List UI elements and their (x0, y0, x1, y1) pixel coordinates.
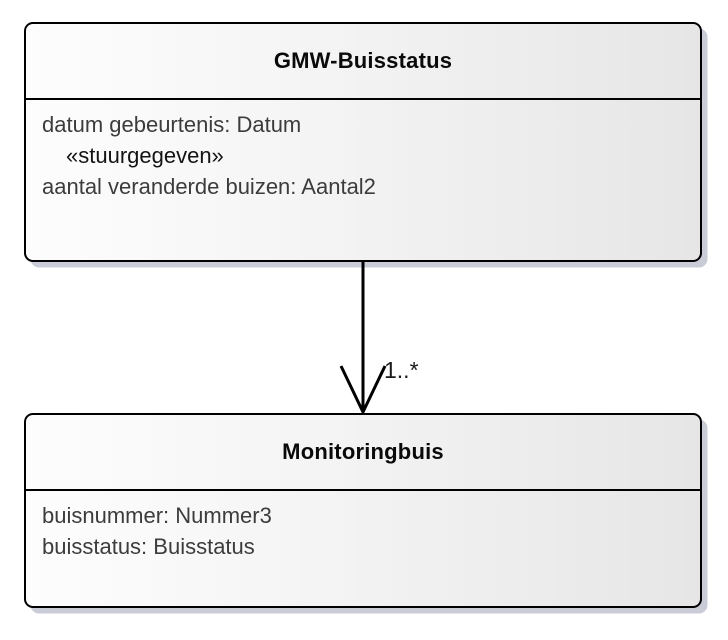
association-open-arrowhead-icon (339, 365, 387, 416)
uml-class-gmw-buisstatus[interactable]: GMW-Buisstatus datum gebeurtenis: Datum … (24, 22, 702, 262)
association-gmw-buisstatus-to-monitoringbuis (339, 262, 387, 416)
uml-attribute-compartment-monitoringbuis: buisnummer: Nummer3 buisstatus: Buisstat… (26, 491, 700, 562)
uml-class-title-gmw-buisstatus: GMW-Buisstatus (273, 48, 453, 73)
uml-attribute: datum gebeurtenis: Datum (42, 112, 302, 137)
uml-class-monitoringbuis[interactable]: Monitoringbuis buisnummer: Nummer3 buiss… (24, 413, 702, 608)
uml-attribute: aantal veranderde buizen: Aantal2 (42, 174, 376, 200)
uml-attribute: buisnummer: Nummer3 (42, 503, 272, 528)
uml-class-title-monitoringbuis: Monitoringbuis (282, 439, 444, 464)
uml-class-header-gmw-buisstatus: GMW-Buisstatus (26, 24, 700, 100)
uml-class-header-monitoringbuis: Monitoringbuis (26, 415, 700, 491)
uml-attribute-stereotype: «stuurgegeven» (66, 143, 224, 169)
uml-attribute-compartment-gmw-buisstatus: datum gebeurtenis: Datum «stuurgegeven» … (26, 100, 700, 203)
uml-attribute: buisstatus: Buisstatus (42, 534, 255, 560)
association-multiplicity-label: 1..* (384, 357, 419, 383)
